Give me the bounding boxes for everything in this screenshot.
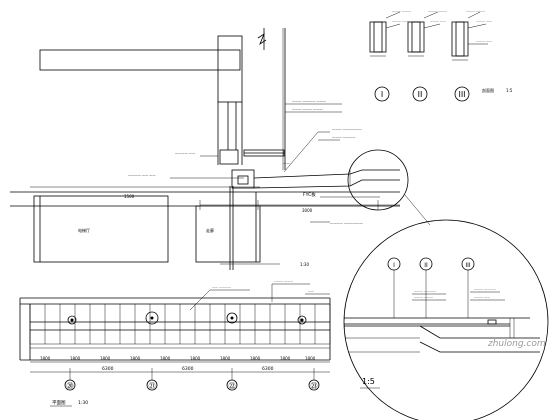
annotation: ——— —————— xyxy=(332,127,363,131)
enlarged-marker-II: II xyxy=(424,262,428,269)
annotation: ——— —— xyxy=(476,19,492,23)
plan-bay-dimensions: 1800 1800 1800 1800 1800 1800 1800 1800 … xyxy=(40,356,316,361)
section-scale: 1:30 xyxy=(300,262,309,267)
section-sheet-label: 剖面图 xyxy=(482,87,494,93)
enlarged-marker-I: I xyxy=(393,262,395,269)
annotation: ——— ——— xyxy=(274,279,293,283)
annotation: ———— —— xyxy=(175,151,196,155)
detail-callout-circle xyxy=(347,149,409,211)
detail-III-label: III xyxy=(458,90,465,99)
detail-III-circle xyxy=(454,86,470,102)
dim-total: 6300 xyxy=(102,366,114,372)
right-room-label: 走廊 xyxy=(206,227,214,233)
grid-axis-label: ㉒ xyxy=(229,382,236,390)
plan-view: —— ———— ——— ——— —— 1800 1800 1800 1800 1… xyxy=(19,279,331,407)
watermark: zhulong.com xyxy=(487,339,546,349)
column-hatch xyxy=(217,35,243,103)
enlarged-detail: I II III ——— ———— ——— ——— ——— ———— ——— —… xyxy=(343,219,549,420)
dim-total: 6300 xyxy=(262,366,274,372)
grid-axis-bubble xyxy=(226,379,238,391)
plan-bay-lines xyxy=(29,304,331,344)
dim-bay: 1800 xyxy=(100,356,111,361)
dim-bay: 1800 xyxy=(305,356,316,361)
annotation: ——— ———— xyxy=(474,287,496,291)
grid-axis-label: ⑳ xyxy=(67,382,74,390)
left-room xyxy=(33,195,169,263)
enlarged-detail-scale: 1:5 xyxy=(362,377,375,386)
dim-bay: 1800 xyxy=(160,356,171,361)
mullion-box xyxy=(219,149,239,165)
annotation: ——— ——— xyxy=(392,9,411,13)
section-view: ——— ———— ——— ——— ——— ——— ———— —— ———— ——… xyxy=(10,28,400,270)
detail-marker-group: ——— ——— ——— —— I ——— ——— ——— —— II ——— —… xyxy=(369,9,513,102)
detail-I: ——— ——— ——— —— I xyxy=(369,9,411,102)
dim-bay: 1800 xyxy=(70,356,81,361)
slab-hatch xyxy=(39,49,241,71)
annotation: ——— —— xyxy=(430,19,446,23)
annotation: ———— —————— xyxy=(330,221,364,225)
grid-axis-label: ㉓ xyxy=(311,382,318,390)
dim-bay: 1800 xyxy=(130,356,141,361)
detail-II: ——— ——— ——— —— II xyxy=(407,9,447,102)
annotation: —— xyxy=(283,161,291,165)
annotation: ——— ——— xyxy=(414,295,433,299)
plan-title: 平面图 xyxy=(52,400,66,406)
grid-axis-bubble xyxy=(64,379,76,391)
plan-column xyxy=(226,312,238,324)
left-room-label: 电梯厅 xyxy=(78,227,90,233)
annotation: —— xyxy=(308,289,314,293)
dim-total: 6300 xyxy=(182,366,194,372)
plan-title-scale: 1:30 xyxy=(78,400,88,406)
detail-III: ——— ——— ——— —— ——— —— III xyxy=(451,9,492,102)
plan-column xyxy=(67,315,77,325)
dim-bay: 1800 xyxy=(40,356,51,361)
fyc-label: FYC板 xyxy=(303,191,316,198)
annotation: ——— ———— xyxy=(414,289,436,293)
annotation: ——— ——— xyxy=(428,9,447,13)
annotation: ——— —— xyxy=(474,295,490,299)
detail-I-circle xyxy=(374,86,390,102)
annotation: ——— ——— xyxy=(466,9,485,13)
dim-bay: 1800 xyxy=(190,356,201,361)
enlarged-marker-III: III xyxy=(465,262,471,269)
annotation: ——— —— xyxy=(476,39,492,43)
annotation: —— ———— xyxy=(212,285,231,289)
grid-axis-bubble xyxy=(146,379,158,391)
dim-bay: 1800 xyxy=(250,356,261,361)
plan-column xyxy=(145,311,159,325)
annotation: ——— ——— ——— xyxy=(292,107,324,111)
detail-II-circle xyxy=(412,86,428,102)
dim-mid-span: 3000 xyxy=(302,208,313,213)
grid-axis-bubble xyxy=(308,379,320,391)
section-sheet-scale: 1:5 xyxy=(506,88,513,93)
detail-I-label: I xyxy=(381,90,383,99)
dim-left-bay: 1500 xyxy=(124,194,135,199)
grid-axis-label: ㉑ xyxy=(149,382,156,390)
annotation: ——— ———— ——— xyxy=(292,99,327,103)
annotation: ——— —— xyxy=(392,19,408,23)
annotation: ———— —— —— xyxy=(128,173,156,177)
dim-bay: 1800 xyxy=(280,356,291,361)
right-room xyxy=(195,205,261,263)
detail-II-label: II xyxy=(418,90,423,99)
plan-column xyxy=(297,315,307,325)
enlarged-detail-circle xyxy=(343,219,549,420)
dim-bay: 1800 xyxy=(220,356,231,361)
annotation: ——— ———— xyxy=(332,135,356,139)
